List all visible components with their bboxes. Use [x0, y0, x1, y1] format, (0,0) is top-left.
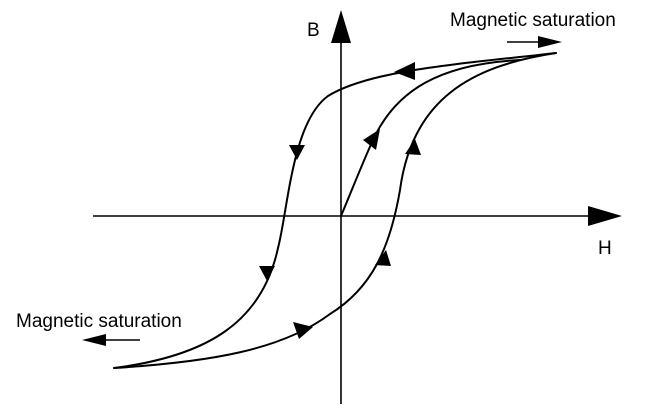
saturation-arrow-right: [507, 36, 562, 48]
arrow-descending-down-2: [259, 266, 275, 281]
curve-direction-arrows: [259, 62, 421, 339]
arrow-descending-down-1: [289, 145, 305, 160]
arrow-ascending-up-1: [375, 250, 391, 266]
arrow-descending-left: [394, 62, 415, 80]
h-axis-arrowhead: [588, 206, 622, 226]
initial-magnetization-curve: [340, 59, 521, 217]
b-axis-arrowhead: [331, 10, 351, 43]
saturation-label-top: Magnetic saturation: [450, 10, 616, 31]
arrow-initial-up: [363, 129, 380, 150]
h-axis-label: H: [598, 238, 612, 259]
saturation-label-bottom: Magnetic saturation: [16, 311, 182, 332]
axes: [93, 10, 622, 404]
arrow-ascending-up-2: [405, 139, 421, 155]
saturation-arrow-left: [82, 334, 140, 346]
descending-branch: [113, 52, 557, 369]
b-axis-label: B: [307, 20, 320, 41]
arrow-ascending-right: [293, 322, 313, 339]
